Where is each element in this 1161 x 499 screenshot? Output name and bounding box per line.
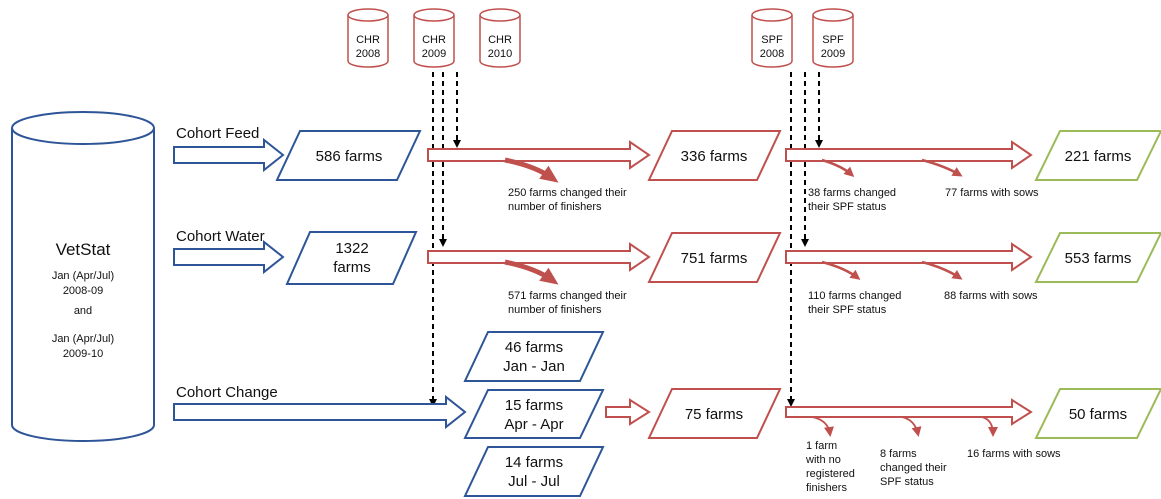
cohort-change-label: Cohort Change — [176, 384, 278, 401]
red-block-arrow — [785, 398, 1033, 426]
linkage-arrows — [429, 72, 823, 407]
drop-text: 77 farms with sows — [945, 187, 1039, 199]
database-chr-2008: CHR 2008 — [347, 8, 389, 68]
blue-block-arrow — [173, 239, 285, 275]
drop-text: changed their — [880, 462, 947, 474]
vetstat-line: Jan (Apr/Jul) — [52, 333, 114, 345]
period-box-apr — [463, 389, 605, 439]
mid-count-box — [647, 388, 782, 439]
database-label: 2010 — [488, 48, 512, 60]
vetstat-line: 2008-09 — [63, 285, 103, 297]
drop-text: 110 farms changed — [808, 290, 901, 302]
drop-text: 571 farms changed their — [508, 290, 627, 302]
drop-text: number of finishers — [508, 201, 602, 213]
drop-arrow — [811, 416, 834, 437]
drop-arrow — [821, 260, 861, 280]
start-count-text: 1322 — [335, 240, 368, 257]
drop-text: their SPF status — [808, 201, 887, 213]
drop-text: number of finishers — [508, 304, 602, 316]
end-count-box — [1034, 130, 1161, 181]
period-box-jul — [463, 446, 605, 497]
mid-count-box — [647, 130, 782, 181]
end-count-text: 553 farms — [1065, 250, 1132, 267]
database-spf-2009: SPF 2009 — [812, 8, 854, 68]
mid-count-box — [647, 232, 782, 283]
start-count-box — [275, 130, 422, 181]
database-label: SPF — [761, 34, 783, 46]
start-count-text: 586 farms — [316, 148, 383, 165]
vetstat-line: 2009-10 — [63, 348, 103, 360]
vetstat-line: and — [74, 305, 92, 317]
period-box-text: 14 farms — [505, 454, 563, 471]
database-label: 2008 — [356, 48, 380, 60]
period-box-text: Apr - Apr — [504, 416, 563, 433]
drop-text: 250 farms changed their — [508, 187, 627, 199]
database-label: CHR — [356, 34, 380, 46]
end-count-text: 50 farms — [1069, 406, 1127, 423]
end-count-box — [1034, 388, 1161, 439]
start-count-box — [285, 231, 418, 285]
drop-text: 8 farms — [880, 448, 917, 460]
red-block-arrow — [427, 242, 651, 272]
drop-text: SPF status — [880, 476, 934, 488]
database-label: CHR — [488, 34, 512, 46]
drop-text: their SPF status — [808, 304, 887, 316]
red-block-arrow — [785, 242, 1033, 272]
red-block-arrow — [785, 140, 1033, 170]
drop-arrow — [981, 416, 998, 437]
drop-arrow — [504, 157, 559, 183]
vetstat-title: VetStat — [56, 240, 111, 259]
drop-text: finishers — [806, 482, 847, 494]
blue-block-arrow — [173, 394, 467, 430]
drop-text: 38 farms changed — [808, 187, 896, 199]
database-label: 2009 — [422, 48, 446, 60]
database-label: SPF — [822, 34, 844, 46]
database-chr-2010: CHR 2010 — [479, 8, 521, 68]
red-block-arrow — [605, 398, 651, 426]
drop-text: 88 farms with sows — [944, 290, 1038, 302]
cohort-feed-label: Cohort Feed — [176, 125, 259, 142]
database-label: 2008 — [760, 48, 784, 60]
blue-block-arrow — [173, 137, 285, 173]
drop-arrow — [901, 416, 922, 437]
cohort-water-row: Cohort Water 1322 farms 571 farms change… — [173, 228, 1161, 316]
drop-text: 1 farm — [806, 440, 837, 452]
mid-count-text: 336 farms — [681, 148, 748, 165]
drop-text: with no — [805, 454, 841, 466]
end-count-box — [1034, 232, 1161, 283]
red-block-arrow — [427, 140, 651, 170]
database-label: 2009 — [821, 48, 845, 60]
cohort-water-label: Cohort Water — [176, 228, 265, 245]
start-count-text: farms — [333, 259, 371, 276]
period-box-text: 15 farms — [505, 397, 563, 414]
period-box-text: 46 farms — [505, 339, 563, 356]
period-box-jan — [463, 331, 605, 382]
drop-text: registered — [806, 468, 855, 480]
drop-arrow — [921, 158, 963, 177]
end-count-text: 221 farms — [1065, 148, 1132, 165]
database-spf-2008: SPF 2008 — [751, 8, 793, 68]
drop-arrow — [504, 259, 559, 285]
vetstat-database: VetStat Jan (Apr/Jul) 2008-09 and Jan (A… — [11, 111, 155, 442]
drop-arrow — [921, 260, 963, 280]
period-box-text: Jul - Jul — [508, 473, 560, 490]
drop-arrow — [821, 158, 855, 178]
period-box-text: Jan - Jan — [503, 358, 565, 375]
mid-count-text: 751 farms — [681, 250, 748, 267]
database-chr-2009: CHR 2009 — [413, 8, 455, 68]
drop-text: 16 farms with sows — [967, 448, 1061, 460]
vetstat-line: Jan (Apr/Jul) — [52, 270, 114, 282]
cohort-change-row: Cohort Change 46 farms Jan - Jan 15 farm… — [173, 331, 1161, 497]
database-label: CHR — [422, 34, 446, 46]
mid-count-text: 75 farms — [685, 406, 743, 423]
cohort-feed-row: Cohort Feed 586 farms 250 farms changed … — [173, 125, 1161, 213]
